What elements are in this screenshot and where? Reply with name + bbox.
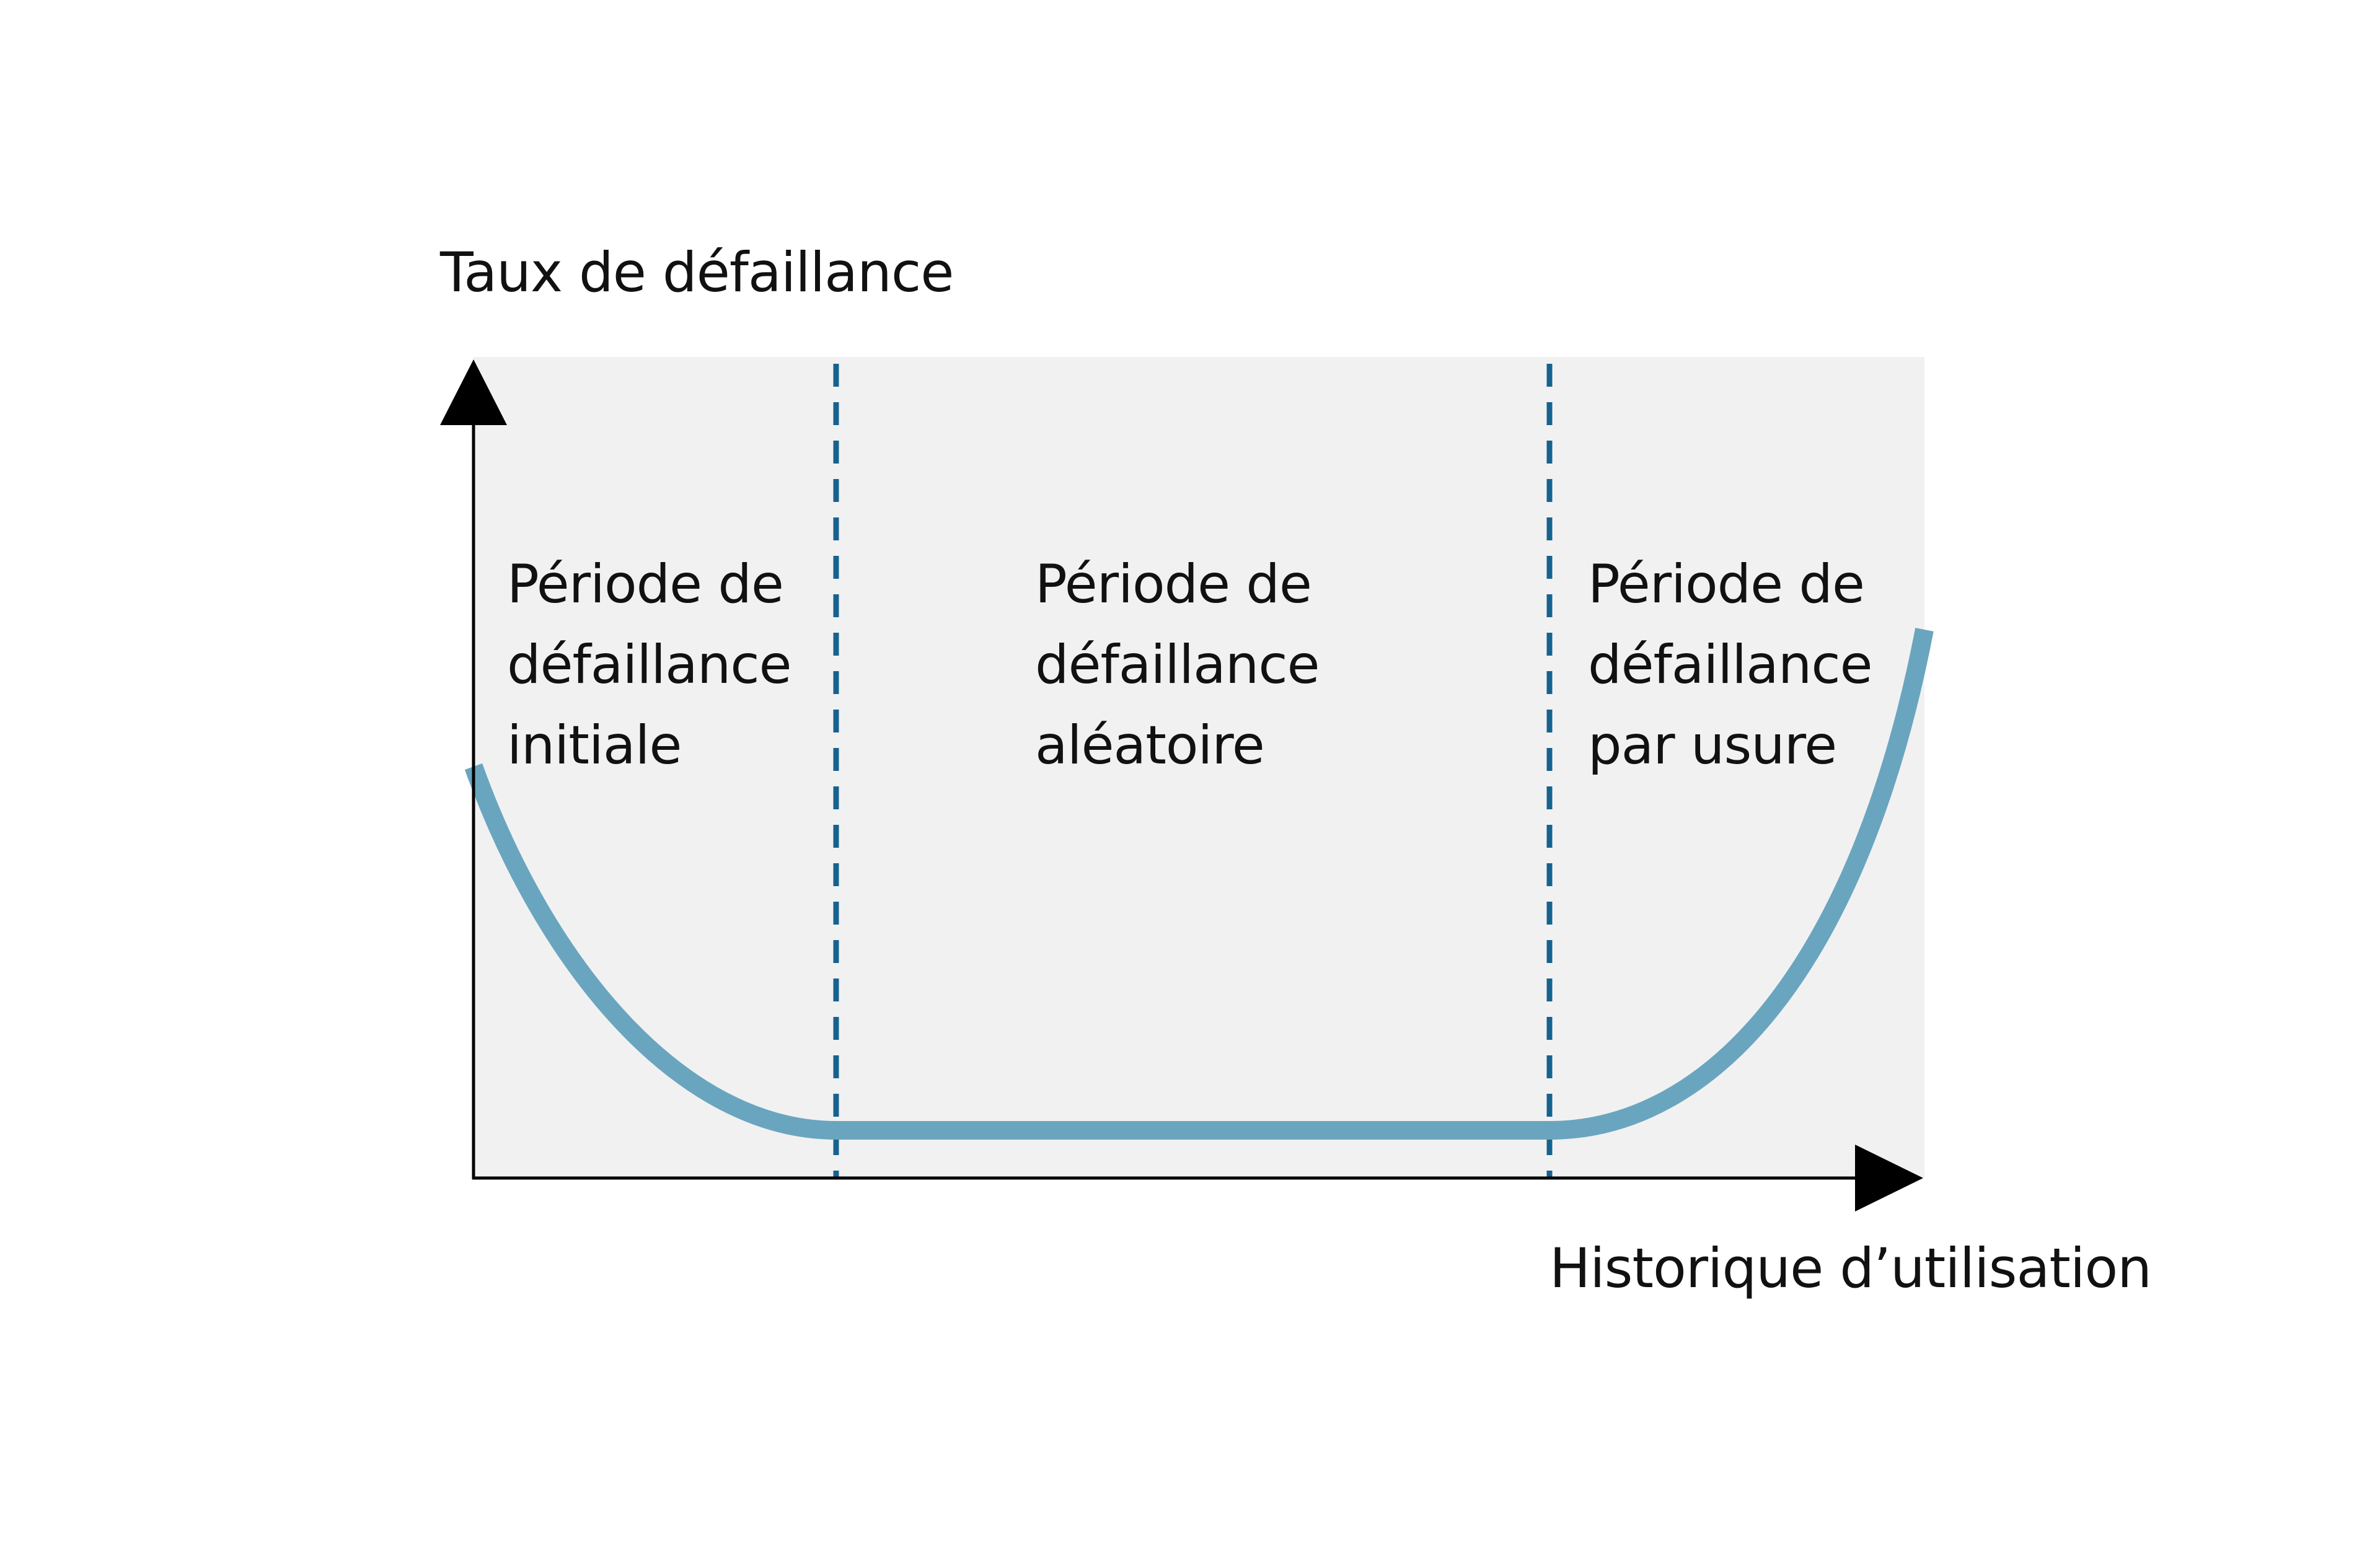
region-label-line: défaillance	[1588, 634, 1873, 696]
x-axis-arrow-icon	[1855, 1145, 1923, 1212]
y-axis-label: Taux de défaillance	[440, 240, 954, 304]
region-label-line: défaillance	[507, 634, 792, 696]
region-label-line: aléatoire	[1035, 715, 1265, 776]
y-axis-arrow-icon	[440, 359, 507, 425]
region-label-initial: Période de défaillance initiale	[507, 544, 792, 786]
plot-background	[474, 357, 1924, 1177]
region-label-line: Période de	[1035, 553, 1312, 615]
region-label-line: Période de	[507, 553, 784, 615]
region-label-line: défaillance	[1035, 634, 1320, 696]
region-label-random: Période de défaillance aléatoire	[1035, 544, 1320, 786]
region-label-wearout: Période de défaillance par usure	[1588, 544, 1873, 786]
region-label-line: Période de	[1588, 553, 1865, 615]
region-label-line: initiale	[507, 715, 682, 776]
failure-rate-curve	[464, 628, 1934, 1140]
region-label-line: par usure	[1588, 715, 1837, 776]
x-axis-label: Historique d’utilisation	[1549, 1236, 2152, 1300]
